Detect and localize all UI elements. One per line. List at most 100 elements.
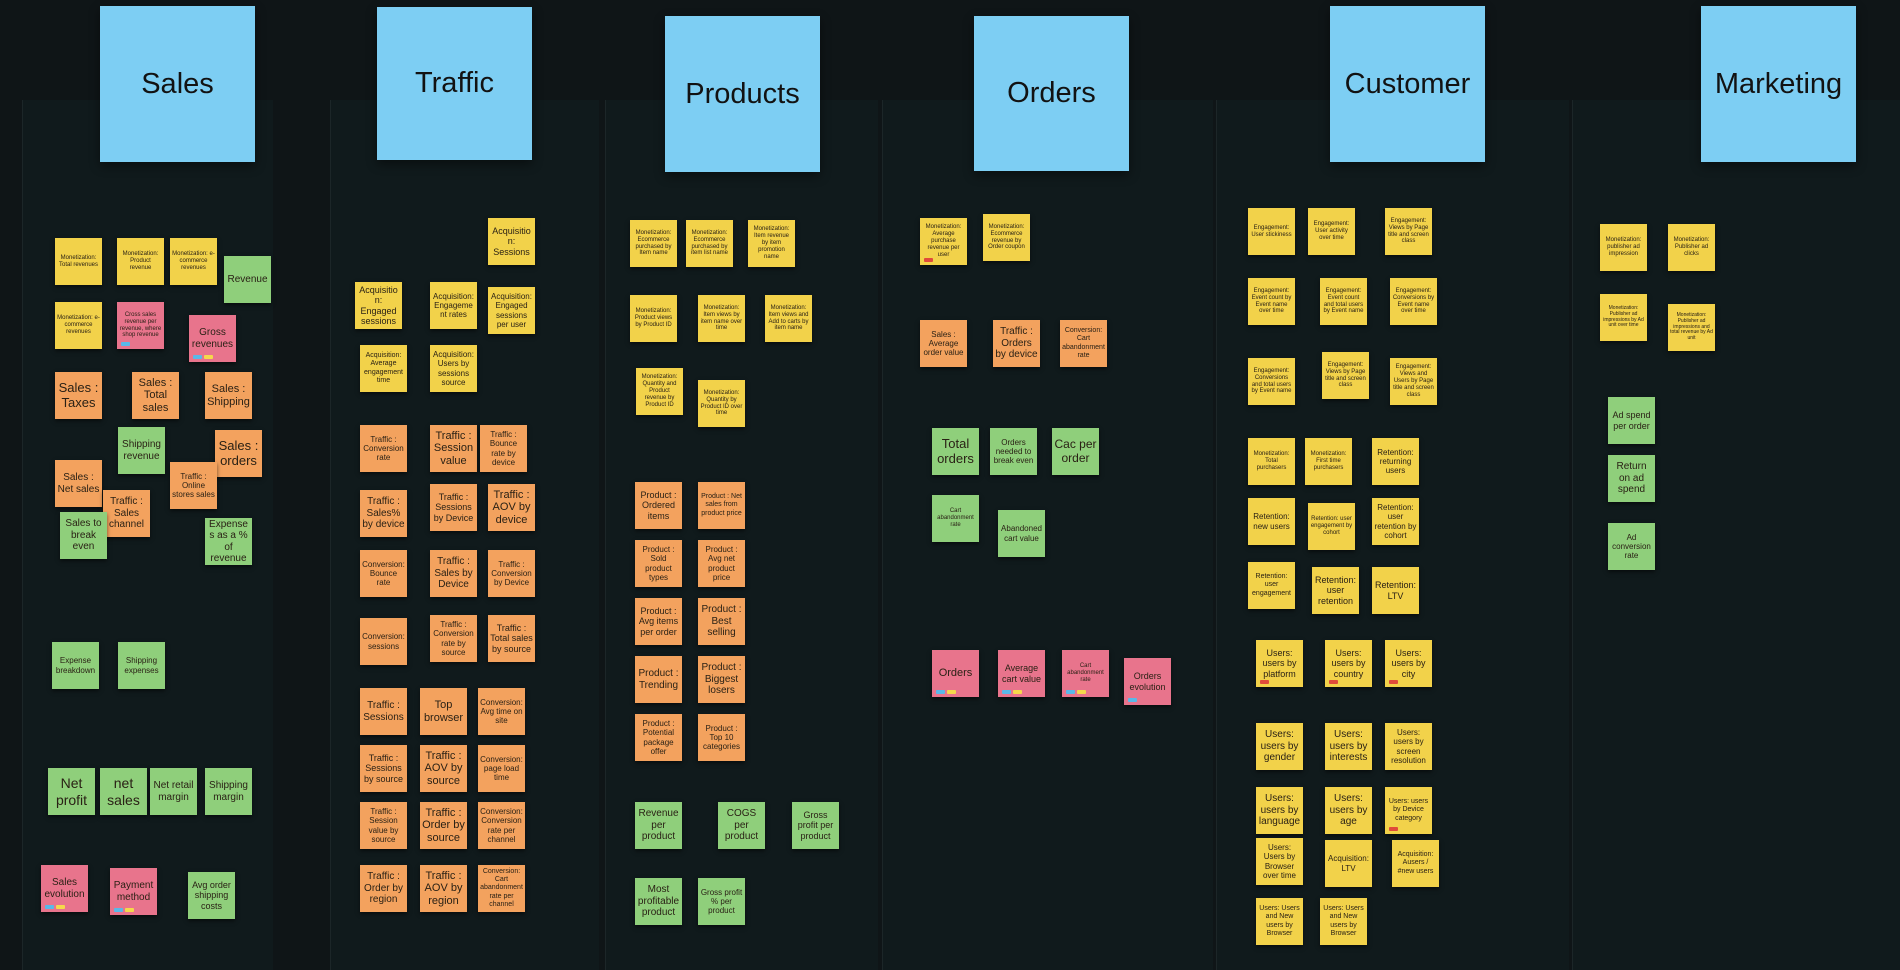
sticky-note-traffic[interactable]: Acquisition: Engaged sessions per user <box>488 287 535 334</box>
header-customer[interactable]: Customer <box>1330 6 1485 162</box>
sticky-note-traffic[interactable]: Acquisition: Sessions <box>488 218 535 265</box>
sticky-note-products[interactable]: Product : Ordered items <box>635 482 682 529</box>
sticky-note-traffic[interactable]: Traffic : Bounce rate by device <box>480 425 527 472</box>
sticky-note-customer[interactable]: Acquisition: Ausers / #new users <box>1392 840 1439 887</box>
sticky-note-traffic[interactable]: Traffic : Conversion by Device <box>488 550 535 597</box>
sticky-note-marketing[interactable]: Return on ad spend <box>1608 455 1655 502</box>
sticky-note-traffic[interactable]: Conversion: Bounce rate <box>360 550 407 597</box>
sticky-note-customer[interactable]: Users: Users and New users by Browser <box>1256 898 1303 945</box>
sticky-note-orders[interactable]: Total orders <box>932 428 979 475</box>
sticky-note-orders[interactable]: Monetization: Average purchase revenue p… <box>920 218 967 265</box>
sticky-note-sales[interactable]: Gross revenues <box>189 315 236 362</box>
sticky-note-traffic[interactable]: Traffic : AOV by source <box>420 745 467 792</box>
sticky-note-sales[interactable]: Shipping expenses <box>118 642 165 689</box>
sticky-note-traffic[interactable]: Acquisition: Engagement rates <box>430 282 477 329</box>
sticky-note-sales[interactable]: Expense breakdown <box>52 642 99 689</box>
sticky-note-customer[interactable]: Users: users by age <box>1325 787 1372 834</box>
sticky-note-marketing[interactable]: Ad spend per order <box>1608 397 1655 444</box>
sticky-note-traffic[interactable]: Conversion: Conversion rate per channel <box>478 802 525 849</box>
sticky-note-sales[interactable]: Expenses as a % of revenue <box>205 518 252 565</box>
sticky-note-customer[interactable]: Users: users by city <box>1385 640 1432 687</box>
sticky-note-sales[interactable]: net sales <box>100 768 147 815</box>
sticky-note-products[interactable]: COGS per product <box>718 802 765 849</box>
sticky-note-customer[interactable]: Users: Users by Browser over time <box>1256 838 1303 885</box>
sticky-note-products[interactable]: Monetization: Product views by Product I… <box>630 295 677 342</box>
sticky-note-orders[interactable]: Cart abandonment rate <box>932 495 979 542</box>
sticky-note-sales[interactable]: Sales : Taxes <box>55 372 102 419</box>
sticky-note-products[interactable]: Monetization: Item views by item name ov… <box>698 295 745 342</box>
sticky-note-products[interactable]: Monetization: Item revenue by item promo… <box>748 220 795 267</box>
sticky-note-sales[interactable]: Net retail margin <box>150 768 197 815</box>
sticky-note-sales[interactable]: Shipping margin <box>205 768 252 815</box>
sticky-note-marketing[interactable]: Monetization: publisher ad impression <box>1600 224 1647 271</box>
sticky-note-sales[interactable]: Shipping revenue <box>118 427 165 474</box>
sticky-note-sales[interactable]: Monetization: e-commerce revenues <box>170 238 217 285</box>
sticky-note-sales[interactable]: Traffic : Online stores sales <box>170 462 217 509</box>
sticky-note-orders[interactable]: Traffic : Orders by device <box>993 320 1040 367</box>
sticky-note-orders[interactable]: Average cart value <box>998 650 1045 697</box>
sticky-note-sales[interactable]: Cross sales revenue per revenue, where s… <box>117 302 164 349</box>
sticky-note-sales[interactable]: Avg order shipping costs <box>188 872 235 919</box>
sticky-note-customer[interactable]: Users: users by gender <box>1256 723 1303 770</box>
sticky-note-traffic[interactable]: Traffic : Sessions <box>360 688 407 735</box>
sticky-note-products[interactable]: Product : Biggest losers <box>698 656 745 703</box>
sticky-note-traffic[interactable]: Traffic : Sales% by device <box>360 490 407 537</box>
sticky-note-traffic[interactable]: Acquisition: Average engagement time <box>360 345 407 392</box>
header-orders[interactable]: Orders <box>974 16 1129 171</box>
sticky-note-customer[interactable]: Users: users by platform <box>1256 640 1303 687</box>
sticky-note-traffic[interactable]: Traffic : Conversion rate <box>360 425 407 472</box>
sticky-note-customer[interactable]: Users: users by country <box>1325 640 1372 687</box>
sticky-note-sales[interactable]: Revenue <box>224 256 271 303</box>
sticky-note-sales[interactable]: Sales : Total sales <box>132 372 179 419</box>
sticky-note-traffic[interactable]: Traffic : Sales by Device <box>430 550 477 597</box>
sticky-note-customer[interactable]: Monetization: First time purchasers <box>1305 438 1352 485</box>
sticky-note-products[interactable]: Most profitable product <box>635 878 682 925</box>
sticky-note-products[interactable]: Product : Avg net product price <box>698 540 745 587</box>
sticky-note-products[interactable]: Monetization: Ecommerce purchased by Ite… <box>630 220 677 267</box>
sticky-note-customer[interactable]: Users: users by interests <box>1325 723 1372 770</box>
sticky-note-products[interactable]: Product : Potential package offer <box>635 714 682 761</box>
sticky-note-customer[interactable]: Engagement: User stickiness <box>1248 208 1295 255</box>
sticky-note-orders[interactable]: Orders needed to break even <box>990 428 1037 475</box>
sticky-note-sales[interactable]: Traffic : Sales channel <box>103 490 150 537</box>
sticky-note-traffic[interactable]: Acquisition: Users by sessions source <box>430 345 477 392</box>
sticky-note-customer[interactable]: Engagement: Event count by Event name ov… <box>1248 278 1295 325</box>
sticky-note-sales[interactable]: Sales evolution <box>41 865 88 912</box>
sticky-note-customer[interactable]: Engagement: Event count and total users … <box>1320 278 1367 325</box>
header-marketing[interactable]: Marketing <box>1701 6 1856 162</box>
sticky-note-customer[interactable]: Users: Users and New users by Browser <box>1320 898 1367 945</box>
sticky-note-customer[interactable]: Users: users by language <box>1256 787 1303 834</box>
sticky-note-products[interactable]: Product : Trending <box>635 656 682 703</box>
sticky-note-customer[interactable]: Users: users by Device category <box>1385 787 1432 834</box>
sticky-note-orders[interactable]: Cart abandonment rate <box>1062 650 1109 697</box>
sticky-note-customer[interactable]: Retention: user retention <box>1312 567 1359 614</box>
sticky-note-orders[interactable]: Conversion: Cart abandonment rate <box>1060 320 1107 367</box>
sticky-note-products[interactable]: Monetization: Item views and Add to cart… <box>765 295 812 342</box>
sticky-note-traffic[interactable]: Traffic : Total sales by source <box>488 615 535 662</box>
sticky-note-traffic[interactable]: Conversion: Avg time on site <box>478 688 525 735</box>
header-sales[interactable]: Sales <box>100 6 255 162</box>
sticky-note-customer[interactable]: Retention: new users <box>1248 498 1295 545</box>
sticky-note-traffic[interactable]: Top browser <box>420 688 467 735</box>
sticky-note-customer[interactable]: Retention: user engagement <box>1248 562 1295 609</box>
sticky-note-traffic[interactable]: Traffic : Order by source <box>420 802 467 849</box>
sticky-note-products[interactable]: Monetization: Quantity and Product reven… <box>636 368 683 415</box>
sticky-note-products[interactable]: Monetization: Ecommerce purchased by ite… <box>686 220 733 267</box>
sticky-note-orders[interactable]: Abandoned cart value <box>998 510 1045 557</box>
sticky-note-marketing[interactable]: Monetization: Publisher ad clicks <box>1668 224 1715 271</box>
sticky-note-sales[interactable]: Sales : orders <box>215 430 262 477</box>
sticky-note-customer[interactable]: Retention: user retention by cohort <box>1372 498 1419 545</box>
sticky-note-traffic[interactable]: Acquisition: Engaged sessions <box>355 282 402 329</box>
sticky-note-sales[interactable]: Net profit <box>48 768 95 815</box>
sticky-note-customer[interactable]: Engagement: Views by Page title and scre… <box>1385 208 1432 255</box>
sticky-note-marketing[interactable]: Monetization: Publisher ad impressions a… <box>1668 304 1715 351</box>
sticky-note-customer[interactable]: Engagement: Views by Page title and scre… <box>1322 352 1369 399</box>
sticky-note-orders[interactable]: Orders <box>932 650 979 697</box>
sticky-note-traffic[interactable]: Traffic : Session value by source <box>360 802 407 849</box>
sticky-note-traffic[interactable]: Traffic : Sessions by Device <box>430 484 477 531</box>
sticky-note-traffic[interactable]: Conversion: sessions <box>360 618 407 665</box>
sticky-note-traffic[interactable]: Traffic : AOV by region <box>420 865 467 912</box>
sticky-note-sales[interactable]: Monetization: Total revenues <box>55 238 102 285</box>
sticky-note-products[interactable]: Gross profit per product <box>792 802 839 849</box>
sticky-note-marketing[interactable]: Ad conversion rate <box>1608 523 1655 570</box>
